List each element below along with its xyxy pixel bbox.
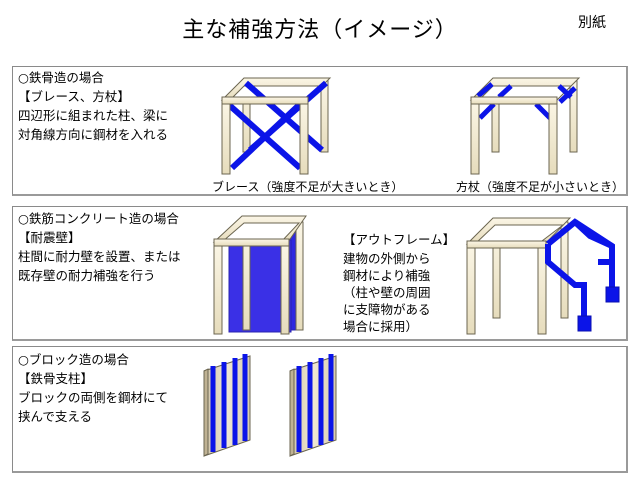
steel-section-heading: ○鉄骨造の場合 [18,70,104,85]
frame-column [299,99,309,175]
block-section-body-line-2: 挟んで支える [18,409,93,424]
block-section-heading: ○ブロック造の場合 [18,352,129,367]
knee-brace-member [558,86,577,104]
outframe-line-2: 鋼材により補強 [343,268,431,283]
block-wall-illustration-1 [203,354,251,457]
brace-caption: ブレース（強度不足が大きいとき） [212,180,404,194]
knee-brace-member [478,102,496,120]
rc-section-heading: ○鉄筋コンクリート造の場合 [18,211,179,226]
frame-column [537,243,547,335]
block-section-body-line-1: ブロックの両側を鋼材にて [18,390,169,405]
outframe-line-1: 建物の外側から [343,251,431,266]
frame-column [548,99,558,175]
frame-front-beam [213,238,290,247]
outframe-line-4: に支障物がある [343,302,431,317]
rc-section-body-line-1: 柱間に耐力壁を設置、または [18,249,181,264]
rc-section-body-line-2: 既存壁の耐力補強を行う [18,268,156,283]
block-wall-illustration-2 [289,354,337,457]
outframe-foundation [577,315,592,332]
outframe-line-5: 場合に採用） [343,319,419,334]
shear-wall-illustration [212,215,307,335]
page-title: 主な補強方法（イメージ） [182,18,458,43]
knee-brace-caption: 方杖（強度不足が小さいとき） [456,180,625,194]
outframe-steel-member [572,219,614,249]
brace-member [229,101,303,171]
steel-section-body-line-2: 対角線方向に鋼材を入れる [18,127,169,142]
knee-brace-member [534,102,552,120]
frame-column [466,243,476,335]
outframe-illustration [465,217,620,335]
steel-section-body-line-1: 四辺形に組まれた柱、梁に [18,108,169,123]
knee-brace-member [497,84,513,99]
frame-column [295,221,304,331]
frame-column [280,241,290,335]
attachment-label: 別紙 [578,15,606,31]
knee-brace-member [476,82,494,98]
frame-front-beam [466,240,547,249]
knee-brace-frame-illustration [469,77,581,175]
frame-column [221,99,231,175]
block-section-subheading: 【鉄骨支柱】 [18,371,94,386]
steel-section-subheading: 【ブレース、方杖】 [18,89,130,104]
frame-front-beam [221,96,309,105]
rc-section-subheading: 【耐震壁】 [18,230,81,245]
brace-frame-illustration [220,77,332,175]
outframe-steel-member [545,244,587,318]
outframe-foundation [605,286,620,303]
frame-column [470,99,480,175]
outframe-title: 【アウトフレーム】 [343,232,456,247]
frame-column [320,79,329,153]
frame-front-beam [470,96,558,105]
outframe-line-3: （柱や壁の周囲 [343,285,431,300]
outframe-steel-member [546,218,615,290]
frame-column [213,241,223,335]
